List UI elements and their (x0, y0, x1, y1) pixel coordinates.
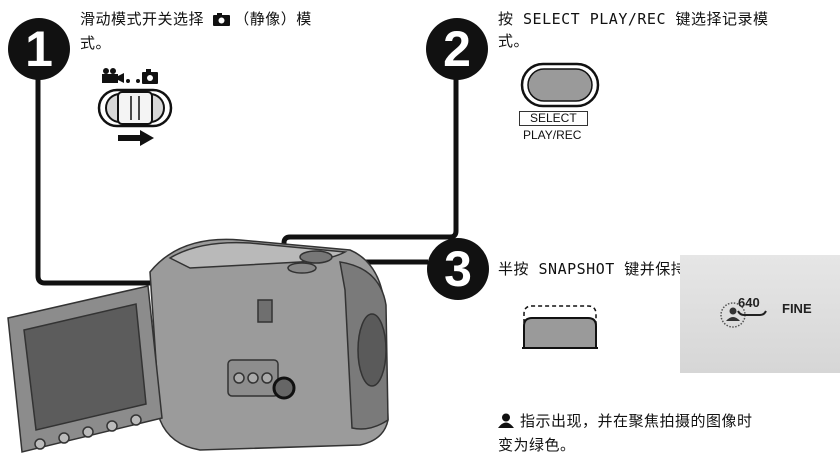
step-2-badge: 2 (426, 18, 488, 80)
snapshot-button-half-press[interactable] (520, 300, 600, 360)
select-label: SELECT (519, 111, 588, 126)
step-2-text: 按 SELECT PLAY/REC 键选择记录模 式。 (498, 8, 840, 52)
step-1-badge: 1 (8, 18, 70, 80)
quality-indicator: FINE (782, 301, 812, 316)
mode-switch[interactable] (96, 62, 206, 156)
step-1-line1-b: （静像）模 (234, 10, 312, 28)
step-3-badge: 3 (427, 238, 489, 300)
step-2-number: 2 (443, 21, 471, 77)
step-2-line1: 按 SELECT PLAY/REC 键选择记录模 (498, 10, 769, 28)
video-camera-icon (102, 68, 130, 83)
focus-note: 指示出现，并在聚焦拍摄的图像时 变为绿色。 (498, 410, 840, 456)
step-3-line1: 半按 SNAPSHOT 键并保持按住。 (498, 260, 733, 278)
step-2-line2: 式。 (498, 32, 530, 50)
step-1-line2: 式。 (80, 34, 112, 52)
resolution-indicator: 640 (738, 295, 760, 310)
step-1-text: 滑动模式开关选择 （静像）模 式。 (80, 8, 400, 54)
focus-indicator-icon (720, 302, 746, 328)
still-camera-icon (213, 10, 231, 32)
still-camera-small-icon (136, 69, 158, 84)
arrow-right-icon (118, 130, 154, 146)
select-play-rec-button[interactable] (520, 62, 600, 112)
step-1-line1-a: 滑动模式开关选择 (80, 10, 205, 28)
lcd-preview: 640 FINE (680, 255, 840, 373)
note-line1: 指示出现，并在聚焦拍摄的图像时 (520, 412, 753, 430)
step-1-number: 1 (25, 21, 53, 77)
person-focus-icon (498, 412, 514, 434)
play-rec-label: PLAY/REC (523, 128, 582, 142)
step-3-number: 3 (444, 241, 472, 297)
camcorder (7, 238, 389, 453)
step-3-text: 半按 SNAPSHOT 键并保持按住。 (498, 258, 840, 280)
note-line2: 变为绿色。 (498, 436, 576, 454)
